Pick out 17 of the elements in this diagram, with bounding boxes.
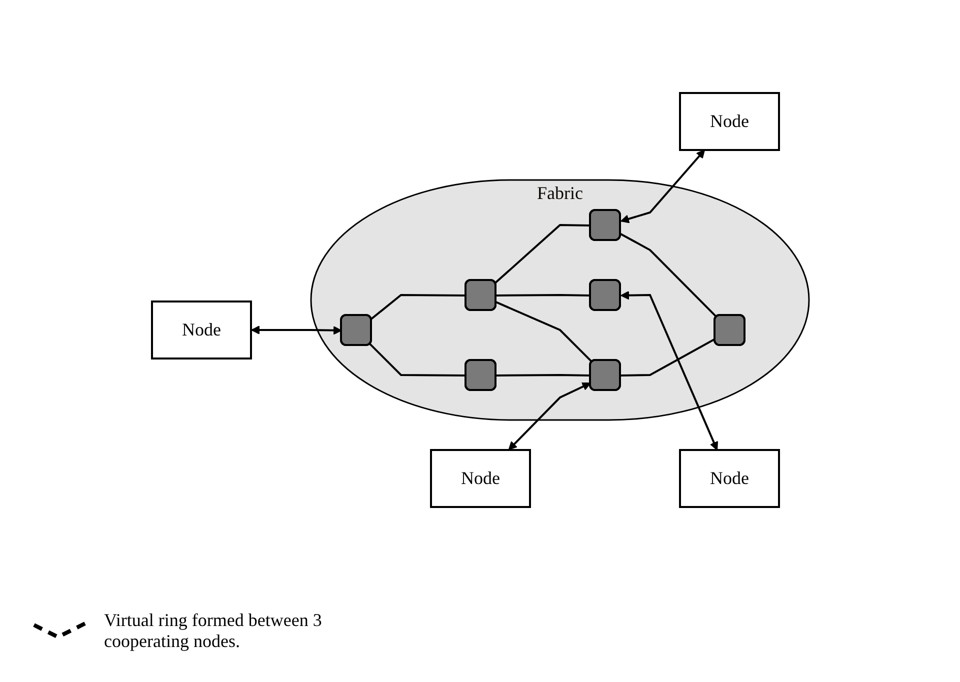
node-box: Node <box>678 449 780 508</box>
connector <box>370 294 466 320</box>
connector <box>494 224 590 284</box>
node-box: Node <box>430 449 530 508</box>
node-box: Node <box>678 92 780 151</box>
arrow <box>620 290 718 450</box>
legend-text: Virtual ring formed between 3 cooperating nodes. <box>104 610 323 652</box>
connector <box>620 232 717 318</box>
arrow <box>620 150 704 224</box>
connector <box>496 294 590 296</box>
arrow <box>508 382 590 450</box>
connector <box>495 301 592 363</box>
connector <box>496 374 590 376</box>
node-box: Node <box>150 300 252 360</box>
arrow <box>250 326 342 335</box>
connector <box>620 338 715 376</box>
connector <box>368 343 466 376</box>
